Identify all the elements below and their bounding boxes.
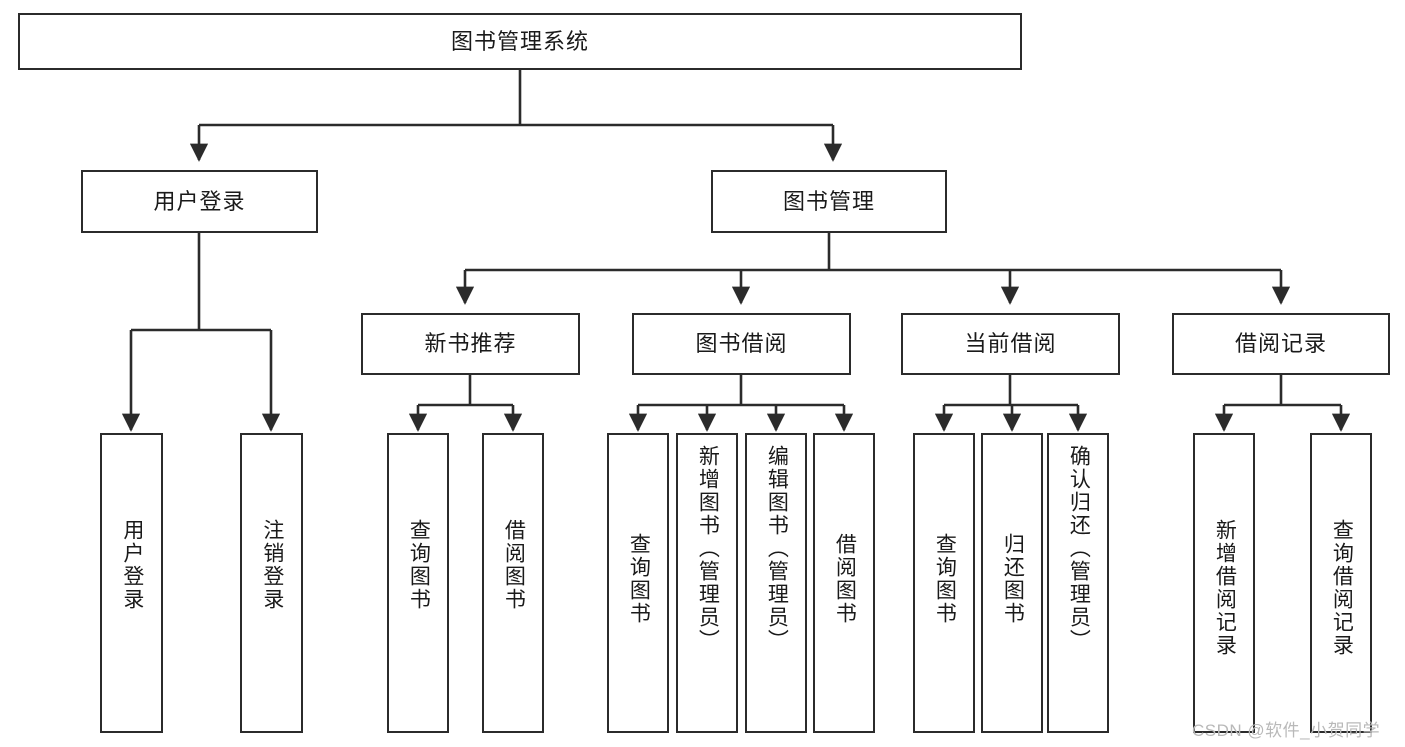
- watermark: CSDN @软件_小贺同学: [1192, 721, 1381, 740]
- node-user-login-label: 用户登录: [153, 188, 246, 214]
- leaf-query-borrow-record[interactable]: 查询借阅记录: [1310, 433, 1372, 733]
- leaf-borrow-book[interactable]: 借阅图书: [813, 433, 875, 733]
- node-book-management[interactable]: 图书管理: [711, 170, 947, 233]
- node-root-label: 图书管理系统: [450, 28, 589, 54]
- leaf-return-book[interactable]: 归还图书: [981, 433, 1043, 733]
- leaf-add-borrow-record[interactable]: 新增借阅记录: [1193, 433, 1255, 733]
- leaf-confirm-return-admin-label: 确认归还（管理员）: [1067, 445, 1091, 652]
- node-book-management-label: 图书管理: [782, 188, 875, 214]
- leaf-user-login[interactable]: 用户登录: [100, 433, 163, 733]
- node-current-borrow[interactable]: 当前借阅: [901, 313, 1120, 375]
- leaf-add-borrow-record-label: 新增借阅记录: [1213, 519, 1237, 657]
- leaf-query-book-recommend-label: 查询图书: [407, 519, 431, 611]
- leaf-user-login-label: 用户登录: [120, 519, 144, 611]
- leaf-add-book-admin-label: 新增图书（管理员）: [696, 445, 720, 652]
- node-current-borrow-label: 当前借阅: [964, 331, 1057, 356]
- node-new-book-recommend-label: 新书推荐: [424, 331, 517, 356]
- node-user-login[interactable]: 用户登录: [81, 170, 318, 233]
- leaf-logout-label: 注销登录: [260, 519, 284, 611]
- leaf-borrow-book-recommend-label: 借阅图书: [502, 519, 526, 611]
- node-borrow-records[interactable]: 借阅记录: [1172, 313, 1390, 375]
- node-root[interactable]: 图书管理系统: [18, 13, 1022, 70]
- leaf-query-book-current-label: 查询图书: [933, 533, 957, 625]
- node-book-borrow-label: 图书借阅: [695, 331, 788, 356]
- leaf-edit-book-admin-label: 编辑图书（管理员）: [765, 445, 789, 652]
- leaf-return-book-label: 归还图书: [1001, 533, 1025, 625]
- node-borrow-records-label: 借阅记录: [1234, 331, 1327, 356]
- leaf-logout[interactable]: 注销登录: [240, 433, 303, 733]
- leaf-confirm-return-admin[interactable]: 确认归还（管理员）: [1047, 433, 1109, 733]
- node-book-borrow[interactable]: 图书借阅: [632, 313, 851, 375]
- leaf-query-book-borrow-label: 查询图书: [627, 533, 651, 625]
- leaf-query-book-recommend[interactable]: 查询图书: [387, 433, 449, 733]
- leaf-add-book-admin[interactable]: 新增图书（管理员）: [676, 433, 738, 733]
- leaf-query-book-borrow[interactable]: 查询图书: [607, 433, 669, 733]
- leaf-query-borrow-record-label: 查询借阅记录: [1330, 519, 1354, 657]
- leaf-borrow-book-recommend[interactable]: 借阅图书: [482, 433, 544, 733]
- leaf-query-book-current[interactable]: 查询图书: [913, 433, 975, 733]
- leaf-edit-book-admin[interactable]: 编辑图书（管理员）: [745, 433, 807, 733]
- leaf-borrow-book-label: 借阅图书: [833, 533, 857, 625]
- node-new-book-recommend[interactable]: 新书推荐: [361, 313, 580, 375]
